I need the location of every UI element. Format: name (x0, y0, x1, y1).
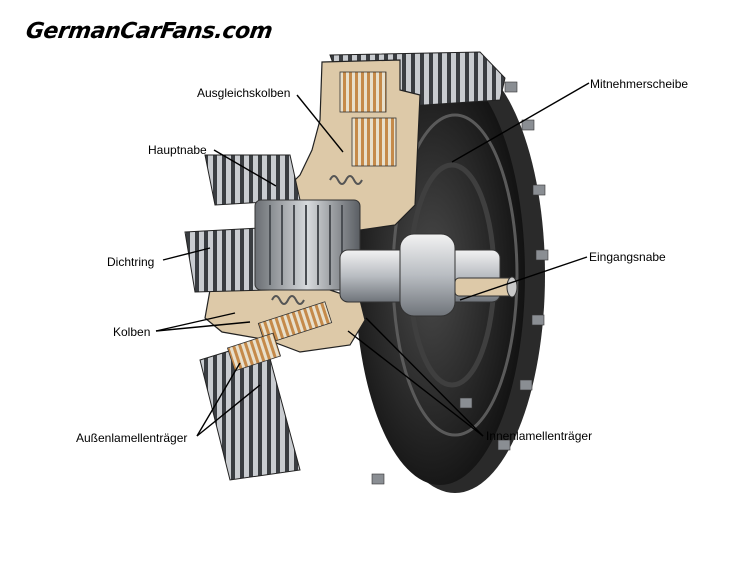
main-hub-graphic (184, 154, 361, 293)
housing-cutaway-graphic (204, 59, 421, 372)
label-hauptnabe: Hauptnabe (148, 143, 207, 157)
watermark-logo: GermanCarFans.com (24, 19, 274, 44)
label-innenlamellentraeger: Innenlamellenträger (486, 429, 593, 443)
label-kolben: Kolben (113, 325, 151, 339)
leader-lines (155, 82, 590, 437)
label-eingangsnabe: Eingangsnabe (589, 250, 666, 264)
input-shaft-graphic (339, 233, 518, 317)
label-dichtring: Dichtring (107, 255, 155, 269)
label-ausgleichskolben: Ausgleichskolben (197, 86, 291, 100)
label-aussenlamellentraeger: Außenlamellenträger (76, 431, 188, 445)
label-mitnehmerscheibe: Mitnehmerscheibe (590, 77, 689, 91)
